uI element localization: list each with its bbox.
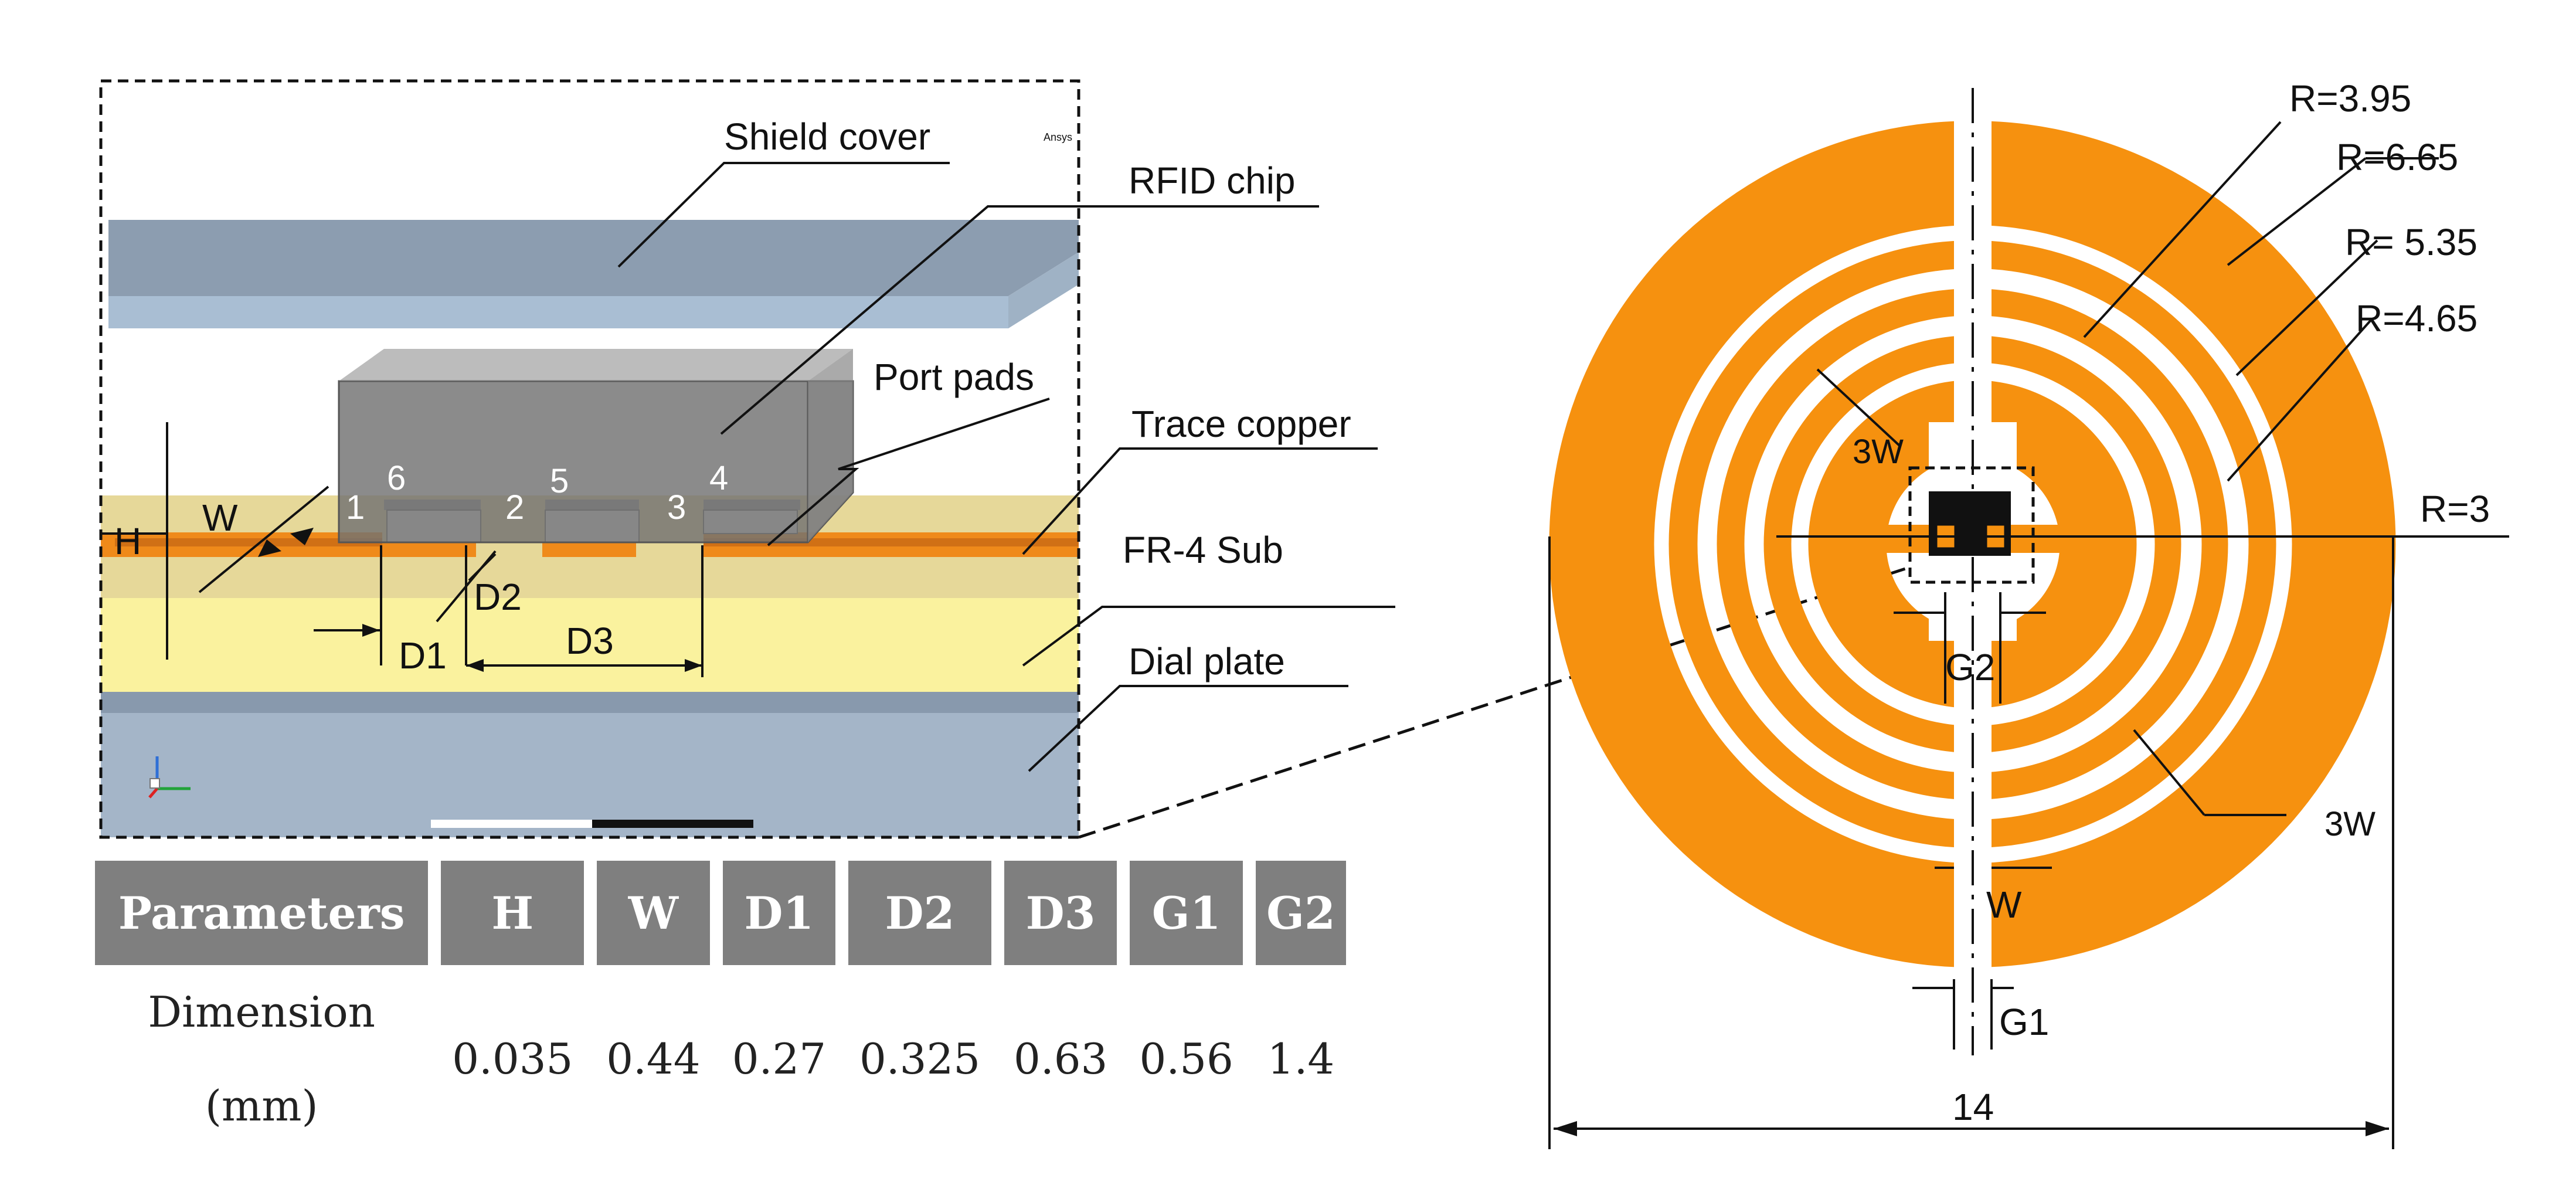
header-d3: D3: [1004, 861, 1117, 965]
zoom-link-line: [1078, 567, 1906, 839]
label-g2: G2: [1945, 646, 1995, 688]
cross-section-view: [101, 81, 1079, 837]
label-r-3: R=3: [2420, 488, 2490, 530]
value-h: 0.035: [452, 1034, 573, 1084]
value-d2: 0.325: [859, 1034, 981, 1084]
scale-bar: [431, 820, 753, 828]
antenna-dimension-lines: [1548, 88, 2509, 1149]
row-label-dimension: Dimension (mm): [95, 965, 428, 1153]
header-w: W: [597, 861, 710, 965]
label-trace-copper: Trace copper: [1131, 403, 1351, 445]
dial-plate: [101, 692, 1079, 837]
label-r-3-95: R=3.95: [2289, 77, 2411, 120]
shield-cover: [108, 220, 1079, 328]
label-dial-plate: Dial plate: [1129, 640, 1285, 682]
label-w-antenna: W: [1986, 884, 2022, 926]
value-w: 0.44: [606, 1034, 701, 1084]
table-row: Dimension (mm) 0.035 0.44 0.27 0.325 0.6…: [95, 965, 1346, 1153]
header-h: H: [441, 861, 584, 965]
antenna-labels: R=3.95 R=6.65 R= 5.35 R=4.65 R=3 3W 3W G…: [1853, 77, 2490, 1128]
label-r-4-65: R=4.65: [2356, 297, 2478, 339]
left-leader-lines: [617, 162, 1395, 772]
label-g1: G1: [1999, 1001, 2049, 1043]
port-number-5: 5: [550, 462, 569, 500]
label-d2: D2: [474, 576, 522, 618]
label-fr4-sub: FR-4 Sub: [1123, 529, 1283, 571]
label-width-14: 14: [1952, 1086, 1994, 1128]
port-number-2: 2: [505, 488, 524, 527]
port-number-4: 4: [709, 459, 728, 497]
left-labels: Ansys Shield cover RFID chip Port pads T…: [114, 116, 1351, 682]
row-label-line1: Dimension: [148, 987, 376, 1037]
dimension-w: [198, 485, 329, 593]
parameters-table: Parameters H W D1 D2 D3 G1 G2 Dimension …: [82, 861, 1359, 1153]
value-g2: 1.4: [1267, 1034, 1335, 1084]
label-rfid-chip: RFID chip: [1129, 159, 1296, 202]
header-g2: G2: [1255, 861, 1346, 965]
label-w: W: [202, 497, 238, 539]
label-3w-right: 3W: [2324, 805, 2376, 843]
rfid-chip: [338, 349, 854, 544]
label-d1: D1: [399, 634, 447, 677]
label-3w-top: 3W: [1853, 433, 1904, 471]
label-port-pads: Port pads: [874, 356, 1034, 398]
value-d3: 0.63: [1014, 1034, 1108, 1084]
header-d2: D2: [848, 861, 991, 965]
ansys-logo: Ansys: [1044, 131, 1072, 143]
header-parameters: Parameters: [95, 861, 429, 965]
dimension-d: [314, 545, 704, 677]
value-g1: 0.56: [1139, 1034, 1233, 1084]
value-d1: 0.27: [732, 1034, 827, 1084]
label-r-5-35: R= 5.35: [2345, 221, 2478, 263]
port-number-6: 6: [387, 459, 406, 497]
axis-triad-icon: [148, 756, 191, 799]
row-label-line2: (mm): [205, 1081, 318, 1130]
label-h: H: [114, 520, 141, 562]
header-d1: D1: [722, 861, 836, 965]
label-shield-cover: Shield cover: [724, 116, 930, 158]
port-numbers: 1 6 2 5 3 4: [346, 459, 728, 527]
label-d3: D3: [566, 620, 614, 662]
feed-region: [1855, 466, 2090, 584]
port-number-1: 1: [346, 488, 365, 527]
table-header-row: Parameters H W D1 D2 D3 G1 G2: [95, 861, 1346, 965]
port-number-3: 3: [667, 488, 686, 527]
dimension-h: [101, 422, 168, 660]
label-r-6-65: R=6.65: [2336, 136, 2458, 178]
trace-copper: [101, 532, 1079, 557]
header-g1: G1: [1130, 861, 1243, 965]
